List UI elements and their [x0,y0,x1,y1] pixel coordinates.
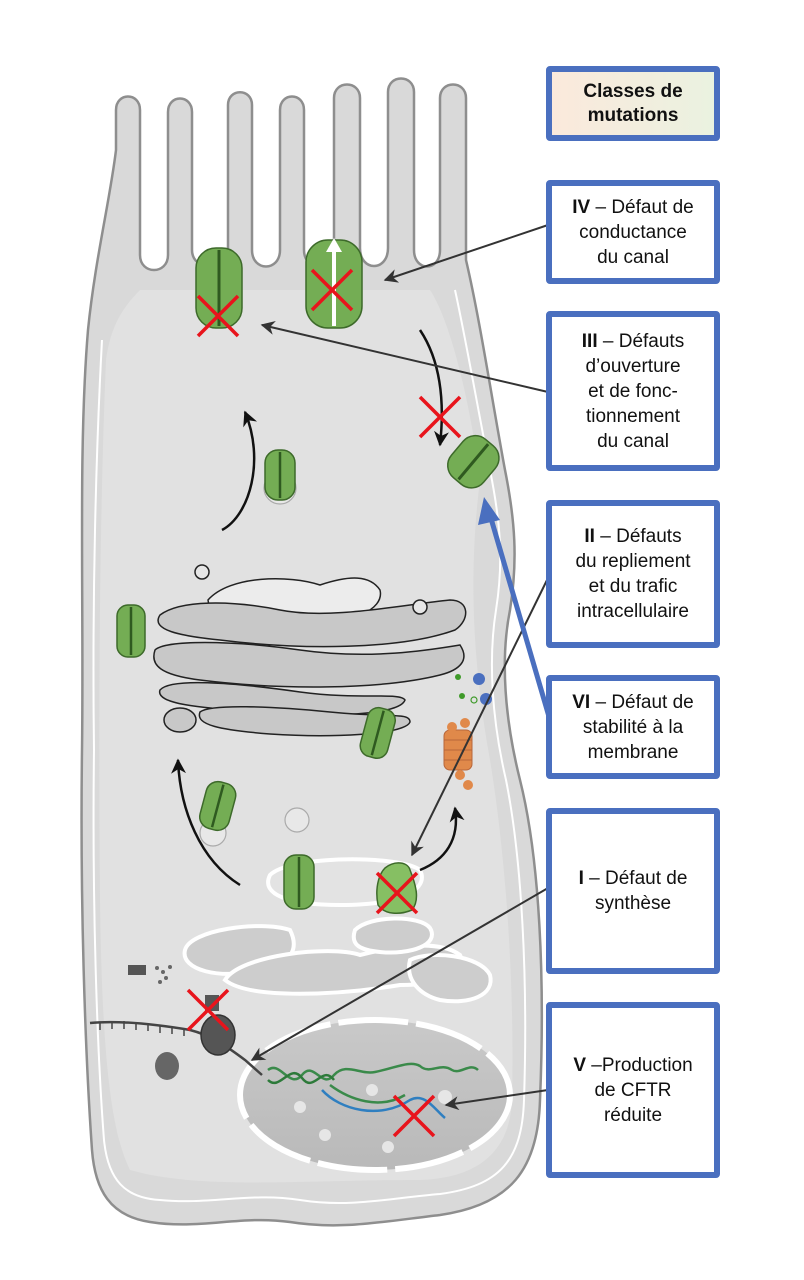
class-v-line-1: –Production [586,1054,693,1076]
class-ii-line-1: – Défauts [594,526,682,547]
cftr-channel-golgi-right [359,706,397,760]
cftr-channel-endocytosed [446,434,500,489]
cftr-channel-er [283,854,315,910]
class-i-line-1: – Défaut de [583,868,688,889]
class-iii-line-3: et de fonc- [588,380,678,402]
nucleus [237,1017,513,1173]
class-i-roman: I [578,868,584,889]
class-i-line-2: synthèse [594,893,672,914]
cross-icon-misfolded [375,871,419,915]
cross-icon-apical-2 [310,268,354,312]
red-crosses [186,268,462,1138]
cftr-channel-golgi-left [116,604,146,658]
title-line-2: mutations [587,104,679,126]
cell-inner-membrane [92,289,527,1204]
class-iv-line-3: du canal [597,246,669,268]
title-line-1: Classes de [583,80,683,102]
cftr-channel-vesicle [264,449,296,501]
leader-iv [383,224,549,283]
cross-icon-ribosome [186,988,230,1032]
class-vi-line-3: membrane [587,741,679,763]
cross-icon-recycling [418,395,462,439]
class-iii-roman: III [581,330,598,352]
leader-lines [250,224,549,1111]
cftr-channel-apical-2 [305,238,363,329]
class-vi-arrow [478,497,553,721]
class-v-box: V –Production de CFTR réduite [546,1002,720,1178]
leader-iii [260,321,549,393]
class-vi-box: VI – Défaut de stabilité à la membrane [546,675,720,779]
cross-icon-apical-1 [196,294,240,338]
class-v-line-2: de CFTR [594,1079,672,1101]
class-i-box: I – Défaut de synthèse [546,808,720,974]
leader-ii [411,577,549,857]
leader-v [444,1089,549,1111]
class-iii-line-2: d’ouverture [585,355,681,377]
class-ii-roman: II [584,526,595,547]
class-iii-box: III – Défauts d’ouverture et de fonc- ti… [546,311,720,471]
class-vi-line-1: – Défaut de [590,691,694,713]
class-iv-box: IV – Défaut de conductance du canal [546,180,720,284]
class-vi-line-2: stabilité à la [582,716,684,738]
endoplasmic-reticulum [182,857,493,1004]
cross-icon-dna [392,1094,436,1138]
class-v-line-3: réduite [603,1104,663,1126]
cftr-channels [116,238,500,915]
proteasome [443,673,492,790]
class-ii-line-2: du repliement [575,551,691,572]
class-ii-box: II – Défauts du repliement et du trafic … [546,500,720,648]
trafficking-arrows [171,329,465,887]
cftr-channel-transit [198,780,237,832]
cftr-channel-apical-1 [195,247,243,329]
class-iv-line-1: – Défaut de [590,196,694,218]
class-vi-roman: VI [572,691,591,713]
leader-i [250,887,549,1061]
class-iii-line-4: tionnement [585,405,680,427]
title-box: Classes de mutations [546,66,720,141]
class-ii-line-4: intracellulaire [577,601,689,622]
class-iii-line-5: du canal [597,430,669,452]
class-v-roman: V [573,1054,586,1076]
class-iii-line-1: – Défauts [597,330,685,352]
class-ii-line-3: et du trafic [588,576,678,597]
class-iv-line-2: conductance [579,221,687,243]
golgi-apparatus [153,564,467,737]
class-iv-roman: IV [572,196,591,218]
